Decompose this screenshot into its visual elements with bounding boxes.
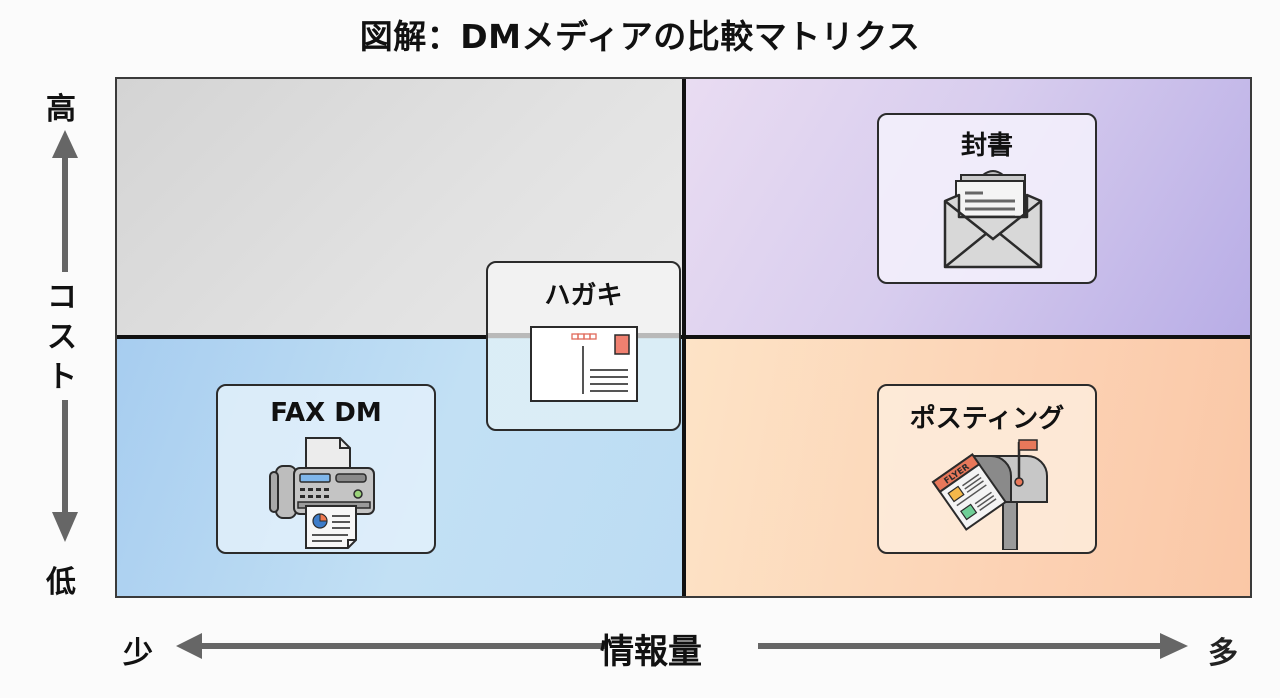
x-axis-left-arrow: [176, 633, 606, 659]
diagram-title: 図解：DMメディアの比較マトリクス: [359, 17, 921, 56]
y-axis-title-text: コスト: [47, 280, 77, 395]
x-axis-title: 情報量: [600, 632, 702, 672]
media-card-fuusho: 封書: [877, 113, 1097, 284]
media-card-posting: ポスティング FLYER: [877, 384, 1097, 554]
y-axis-high-label: 高: [46, 92, 76, 127]
postcard-icon: [530, 326, 638, 402]
media-label: 封書: [960, 131, 1013, 161]
y-axis-up-arrow: [52, 130, 78, 272]
mailbox-flyer-icon: FLYER: [931, 439, 1048, 550]
media-card-fax-dm: FAX DM: [216, 384, 436, 554]
x-axis-low-label: 少: [123, 636, 153, 671]
media-label: FAX DM: [270, 398, 382, 428]
horizontal-divider: [117, 335, 1250, 339]
y-axis-low-label: 低: [46, 565, 76, 600]
media-card-hagaki: ハガキ: [486, 261, 681, 431]
media-label: ポスティング: [909, 404, 1065, 434]
x-axis-high-label: 多: [1208, 636, 1238, 671]
x-axis-right-arrow: [758, 633, 1188, 659]
media-label: ハガキ: [544, 281, 623, 311]
y-axis-title: コスト: [44, 278, 80, 398]
fax-machine-icon: [269, 437, 375, 549]
y-axis-down-arrow: [52, 400, 78, 542]
envelope-icon: [943, 170, 1043, 269]
